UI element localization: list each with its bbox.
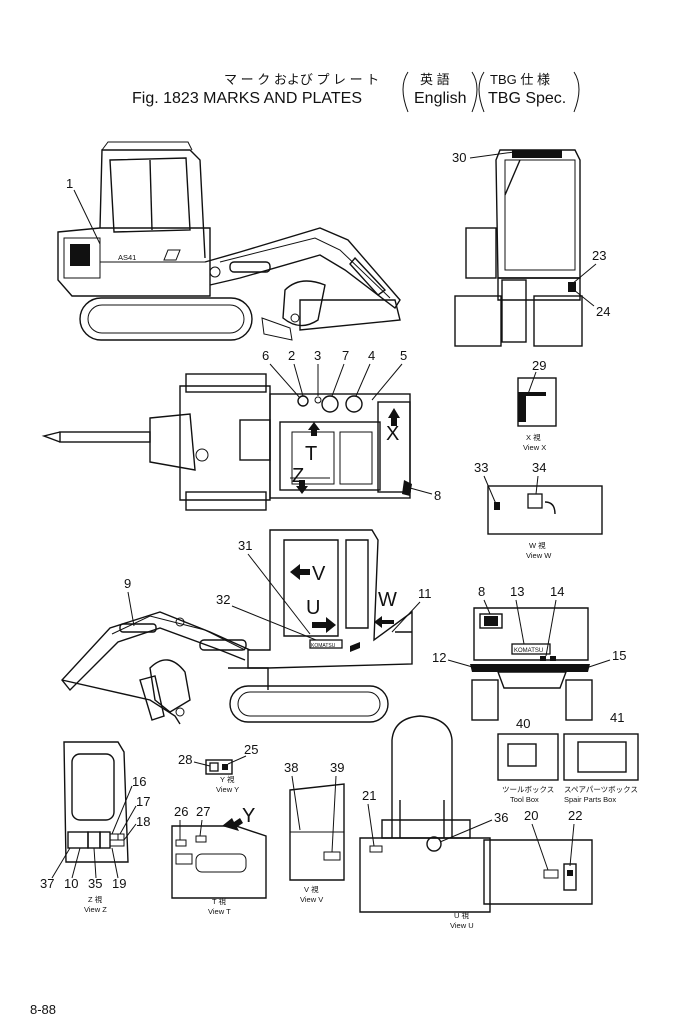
callout-41: 41 — [610, 710, 624, 725]
seat-console — [483, 839, 593, 905]
view-x-en: View X — [523, 443, 546, 452]
callout-5: 5 — [400, 348, 407, 363]
view-z: Z 視 View Z — [63, 741, 129, 914]
view-v: V 視 View V — [289, 783, 345, 904]
callout-40: 40 — [516, 716, 530, 731]
view-y: Y 視 View Y — [205, 759, 239, 794]
callout-18: 18 — [136, 814, 150, 829]
side-model-label: AS41 — [118, 253, 136, 262]
callout-20: 20 — [524, 808, 538, 823]
callout-39: 39 — [330, 760, 344, 775]
callout-37: 37 — [40, 876, 54, 891]
view-v-en: View V — [300, 895, 323, 904]
spare-parts-jp: スペアパーツボックス — [564, 785, 638, 794]
callout-22: 22 — [568, 808, 582, 823]
callout-27: 27 — [196, 804, 210, 819]
callout-25: 25 — [244, 742, 258, 757]
view-w-en: View W — [526, 551, 552, 560]
cab-letter-u: U — [306, 597, 320, 619]
cab-letter-w: W — [378, 589, 397, 611]
title-lang-en: English — [414, 90, 466, 107]
plan-letter-t: T — [305, 443, 317, 465]
view-x-jp: X 視 — [526, 433, 541, 442]
callout-23: 23 — [592, 248, 606, 263]
callout-15: 15 — [612, 648, 626, 663]
view-t-en: View T — [208, 907, 231, 916]
callout-1: 1 — [66, 176, 73, 191]
callout-29: 29 — [532, 358, 546, 373]
callout-36: 36 — [494, 810, 508, 825]
view-z-en: View Z — [84, 905, 107, 914]
view-t-letter-y: Y — [242, 805, 255, 827]
title-fig: Fig. 1823 MARKS AND PLATES — [132, 90, 362, 107]
callout-17: 17 — [136, 794, 150, 809]
view-t-jp: T 視 — [212, 897, 227, 906]
callout-24: 24 — [596, 304, 610, 319]
rear-view-cab — [454, 149, 583, 347]
spare-parts-en: Spair Parts Box — [564, 795, 616, 804]
rear-view-body: KOMATSU — [470, 607, 593, 721]
tool-box: ツールボックス Tool Box — [497, 733, 559, 804]
callout-28: 28 — [178, 752, 192, 767]
callout-35: 35 — [88, 876, 102, 891]
tool-box-jp: ツールボックス — [502, 785, 554, 794]
callout-10: 10 — [64, 876, 78, 891]
view-u: U 視 View U — [359, 715, 491, 930]
callout-30: 30 — [452, 150, 466, 165]
callout-4: 4 — [368, 348, 375, 363]
page-number: 8-88 — [30, 1002, 56, 1017]
callouts: 1 30 23 24 6 2 3 7 4 5 29 8 33 34 31 32 … — [40, 150, 626, 891]
title-lang-jp: 英 語 — [420, 72, 450, 87]
callout-2: 2 — [288, 348, 295, 363]
view-t: Y T 視 View T — [171, 805, 267, 916]
callout-11: 11 — [418, 586, 432, 601]
callout-19: 19 — [112, 876, 126, 891]
callout-6: 6 — [262, 348, 269, 363]
tool-box-en: Tool Box — [510, 795, 539, 804]
view-x: X 視 View X — [517, 377, 557, 452]
title-jp: マ ー ク および プ レ ー ト — [224, 72, 379, 87]
callout-9: 9 — [124, 576, 131, 591]
figure-title: マ ー ク および プ レ ー ト Fig. 1823 MARKS AND PL… — [132, 71, 580, 113]
callout-13: 13 — [510, 584, 524, 599]
callout-21: 21 — [362, 788, 376, 803]
view-z-jp: Z 視 — [88, 895, 103, 904]
callout-38: 38 — [284, 760, 298, 775]
view-w-jp: W 視 — [529, 541, 546, 550]
view-u-jp: U 視 — [454, 911, 470, 920]
side-view-excavator: AS41 — [57, 141, 401, 341]
callout-34: 34 — [532, 460, 546, 475]
view-v-jp: V 視 — [304, 885, 319, 894]
callout-16: 16 — [132, 774, 146, 789]
callout-32: 32 — [216, 592, 230, 607]
callout-14: 14 — [550, 584, 564, 599]
view-u-en: View U — [450, 921, 474, 930]
view-y-en: View Y — [216, 785, 239, 794]
callout-26: 26 — [174, 804, 188, 819]
callout-31: 31 — [238, 538, 252, 553]
view-w: W 視 View W — [487, 485, 603, 560]
spare-parts-box: スペアパーツボックス Spair Parts Box — [563, 733, 639, 804]
callout-8a: 8 — [434, 488, 441, 503]
cab-plate-brand: KOMATSU — [311, 643, 336, 649]
rear-plate-brand: KOMATSU — [514, 648, 543, 654]
title-spec-en: TBG Spec. — [488, 90, 566, 107]
view-y-jp: Y 視 — [220, 775, 235, 784]
cab-letter-v: V — [312, 563, 326, 585]
callout-7: 7 — [342, 348, 349, 363]
callout-33: 33 — [474, 460, 488, 475]
title-spec-jp: TBG 仕 様 — [490, 72, 550, 87]
side-view-cab-arrows: V U W KOMATSU — [61, 529, 413, 725]
callout-3: 3 — [314, 348, 321, 363]
callout-8b: 8 — [478, 584, 485, 599]
callout-12: 12 — [432, 650, 446, 665]
plan-letter-x: X — [386, 423, 399, 445]
